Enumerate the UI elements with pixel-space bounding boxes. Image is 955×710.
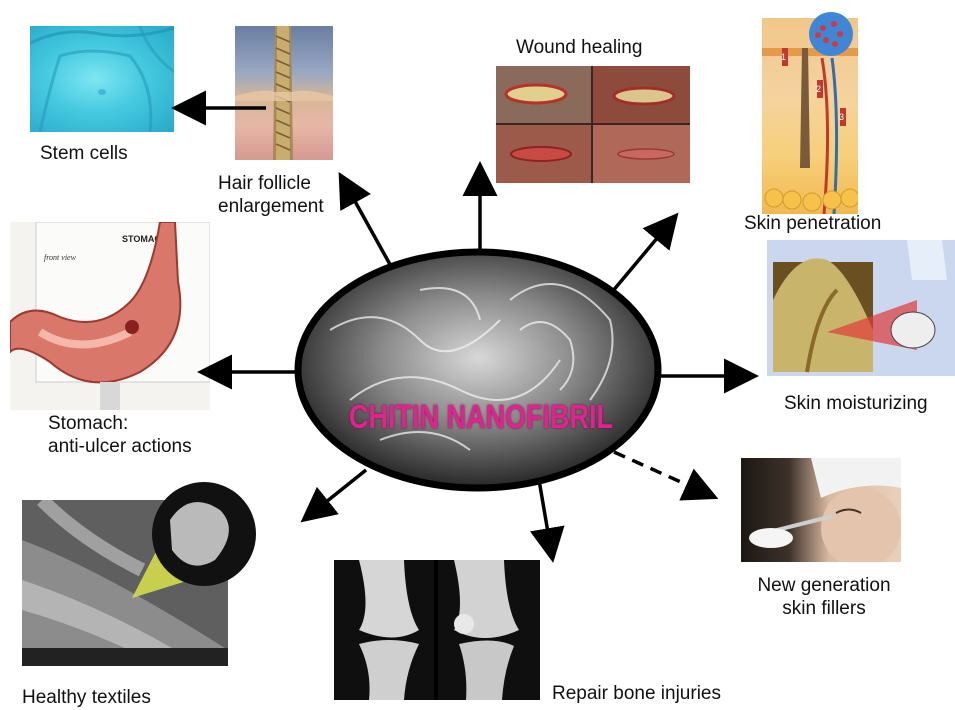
label-hair-follicle-line2: enlargement xyxy=(218,195,324,218)
label-skin-fillers-line2: skin fillers xyxy=(744,597,904,620)
label-skin-moisturizing: Skin moisturizing xyxy=(784,392,928,415)
arrow-skin-fillers xyxy=(614,452,712,496)
label-repair-bone: Repair bone injuries xyxy=(552,682,721,705)
arrow-repair-bone xyxy=(538,474,552,556)
label-healthy-textiles: Healthy textiles xyxy=(22,686,151,709)
label-wound-healing: Wound healing xyxy=(516,36,642,59)
label-skin-fillers-line1: New generation xyxy=(744,574,904,597)
arrow-healthy-textiles xyxy=(306,470,366,518)
arrow-hair-follicle xyxy=(342,178,392,268)
label-hair-follicle: Hair follicle enlargement xyxy=(218,172,324,218)
label-skin-penetration: Skin penetration xyxy=(744,212,881,235)
chitin-nanofibril-ellipse xyxy=(298,252,658,488)
label-skin-fillers: New generation skin fillers xyxy=(744,574,904,620)
label-stem-cells: Stem cells xyxy=(40,142,128,165)
arrow-skin-penetration xyxy=(612,218,674,292)
label-hair-follicle-line1: Hair follicle xyxy=(218,172,324,195)
center-caption: CHITIN NANOFIBRIL xyxy=(336,398,626,437)
label-stomach-line2: anti-ulcer actions xyxy=(48,435,192,458)
label-stomach-line1: Stomach: xyxy=(48,412,192,435)
label-stomach: Stomach: anti-ulcer actions xyxy=(48,412,192,458)
